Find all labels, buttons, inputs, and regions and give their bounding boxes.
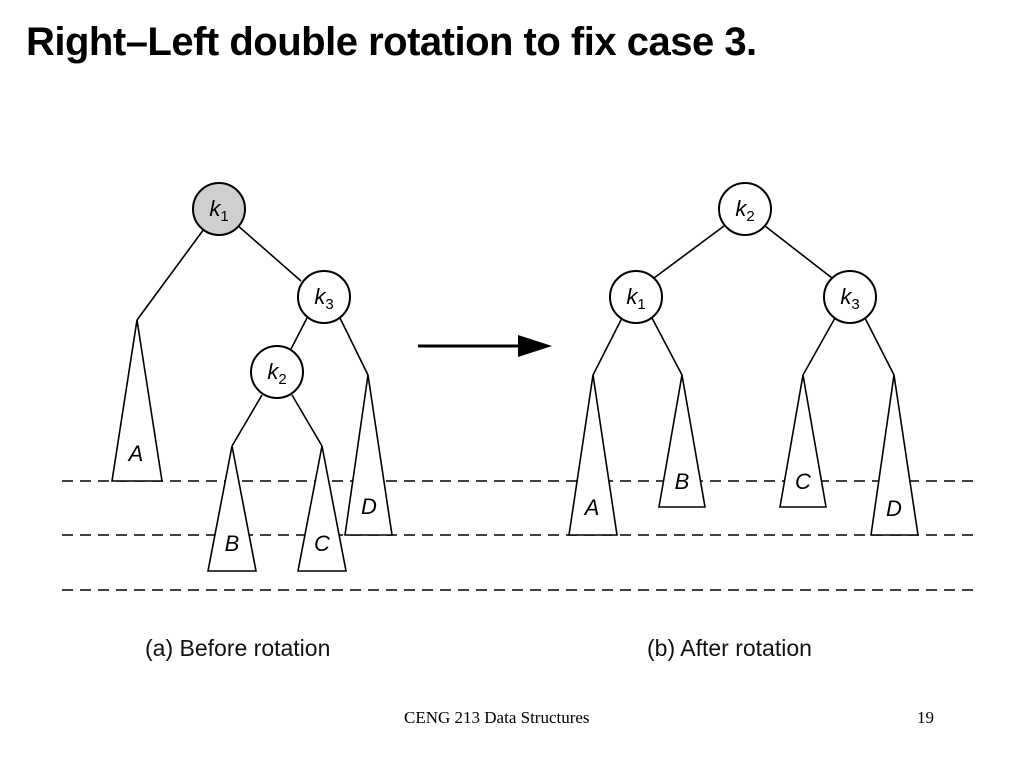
- before-subtree-A-triangle: [111, 319, 163, 482]
- edge-k1-A: [136, 228, 205, 321]
- edge-k3-k2: [289, 317, 308, 352]
- edge-k1-A-after: [592, 317, 623, 376]
- after-subtree-A-label: A: [583, 495, 600, 520]
- after-node-k1-label: k1: [626, 284, 645, 313]
- edge-k1-k3: [235, 223, 302, 282]
- footer-course-name: CENG 213 Data Structures: [404, 708, 590, 727]
- page-number: 19: [917, 708, 934, 727]
- after-subtree-B-triangle: [658, 374, 706, 508]
- after-subtree-D-label: D: [886, 496, 902, 521]
- rotation-arrow-head: [518, 335, 552, 357]
- after-node-k3-label: k3: [840, 284, 859, 313]
- after-node-k2-label: k2: [735, 196, 754, 225]
- before-subtree-C-triangle: [297, 445, 347, 572]
- after-node-k2: [718, 182, 772, 236]
- after-caption: (b) After rotation: [647, 635, 812, 661]
- after-subtree-D-triangle: [870, 374, 919, 536]
- before-node-k2: [250, 345, 304, 399]
- slide-title: Right–Left double rotation to fix case 3…: [26, 20, 757, 64]
- after-node-k3: [823, 270, 877, 324]
- before-subtree-B-label: B: [225, 531, 240, 556]
- before-caption: (a) Before rotation: [145, 635, 330, 661]
- edge-k2-k3: [764, 225, 833, 279]
- after-node-k1: [609, 270, 663, 324]
- edge-k3-C-after: [802, 317, 836, 376]
- before-subtree-A-label: A: [127, 441, 144, 466]
- rotation-arrow: [418, 335, 552, 357]
- before-node-k3: [297, 270, 351, 324]
- edge-k2-B: [231, 394, 263, 447]
- before-subtree-D-label: D: [361, 494, 377, 519]
- after-subtree-A-triangle: [568, 374, 618, 536]
- after-subtree-C-label: C: [795, 469, 811, 494]
- before-node-k1-label: k1: [209, 196, 228, 225]
- before-node-k3-label: k3: [314, 284, 333, 313]
- before-subtree-B-triangle: [207, 445, 257, 572]
- edge-k3-D: [339, 317, 369, 376]
- after-subtree-B-label: B: [675, 469, 690, 494]
- before-node-k1: [192, 182, 246, 236]
- before-tree: [111, 182, 393, 572]
- after-subtree-C-triangle: [779, 374, 827, 508]
- before-subtree-D-triangle: [344, 374, 393, 536]
- after-tree: [568, 182, 919, 536]
- edge-k1-B-after: [651, 317, 683, 376]
- edge-k3-D-after: [864, 317, 895, 376]
- edge-k2-C: [291, 394, 323, 447]
- before-subtree-C-label: C: [314, 531, 330, 556]
- before-node-k2-label: k2: [267, 359, 286, 388]
- edge-k2-k1: [653, 225, 725, 279]
